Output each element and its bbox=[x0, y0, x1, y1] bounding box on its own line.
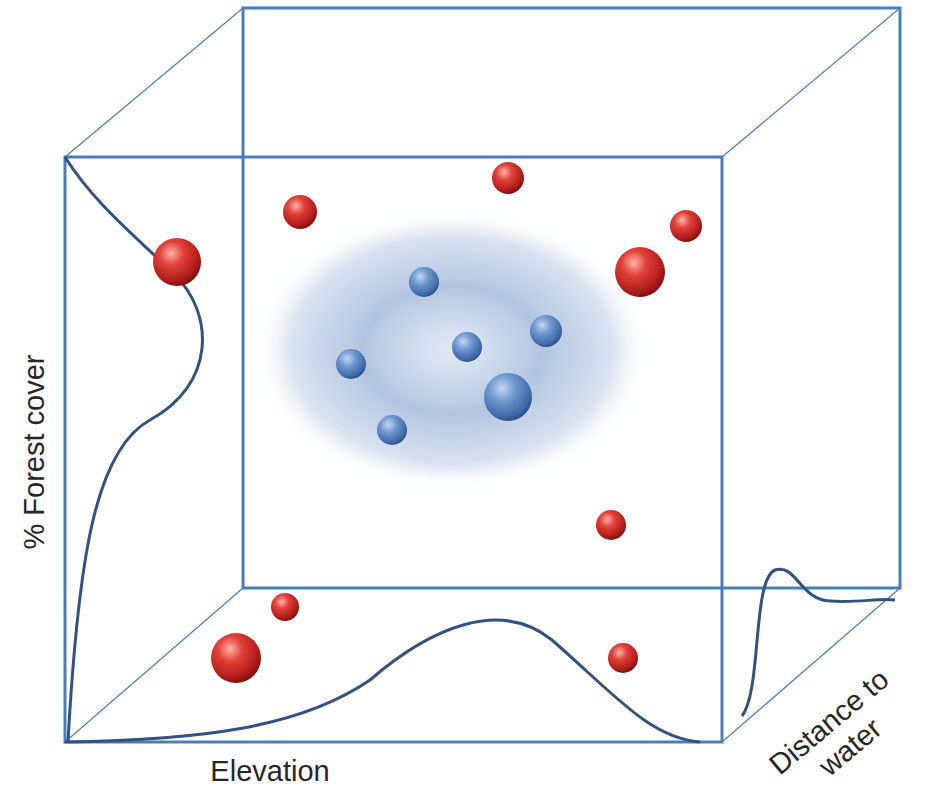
red-sphere bbox=[596, 510, 626, 540]
niche-cloud bbox=[252, 208, 652, 492]
blue-sphere bbox=[336, 349, 366, 379]
cube-edge bbox=[65, 8, 243, 157]
axis-label: Elevation bbox=[210, 755, 329, 788]
absence-points bbox=[153, 162, 702, 683]
elevation-density-curve bbox=[65, 620, 700, 742]
blue-sphere bbox=[409, 267, 439, 297]
front-face bbox=[65, 157, 722, 742]
cube-edge bbox=[722, 8, 900, 157]
axis-label: Distance to water bbox=[753, 654, 928, 795]
blue-sphere bbox=[484, 373, 532, 421]
red-sphere bbox=[283, 195, 317, 229]
red-sphere bbox=[211, 633, 261, 683]
forest-density-curve bbox=[65, 157, 202, 742]
back-face bbox=[243, 8, 900, 588]
blue-sphere bbox=[530, 315, 562, 347]
red-sphere bbox=[153, 238, 201, 286]
blue-sphere bbox=[452, 332, 482, 362]
red-sphere bbox=[271, 593, 299, 621]
blue-sphere bbox=[377, 415, 407, 445]
red-sphere bbox=[492, 162, 524, 194]
red-sphere bbox=[615, 247, 665, 297]
density-curves bbox=[65, 157, 895, 742]
red-sphere bbox=[608, 643, 638, 673]
cube-frame bbox=[65, 8, 900, 742]
presence-points bbox=[336, 267, 562, 445]
red-sphere bbox=[670, 210, 702, 242]
axis-label: % Forest cover bbox=[18, 355, 51, 550]
